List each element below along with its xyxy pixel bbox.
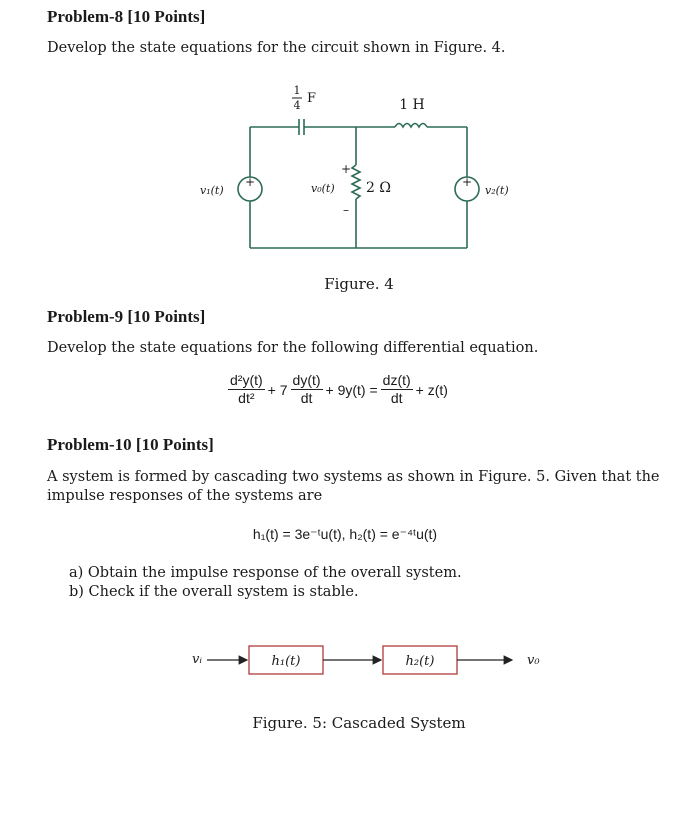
block-h1-label: h₁(t) — [272, 654, 301, 669]
problem9-text: Develop the state equations for the foll… — [47, 340, 539, 356]
block-h1 — [248, 645, 324, 675]
inductor-coil — [394, 122, 428, 129]
circuit-figure: + + 1 4 F 1 H 2 Ω v₁(t) v₂(t) v₀(t) + – … — [200, 84, 509, 293]
part-b: b) Check if the overall system is stable… — [69, 584, 359, 600]
resistor-label: 2 Ω — [366, 180, 391, 196]
term-dz: dz(t) dt — [380, 372, 413, 406]
vo-minus: – — [343, 203, 349, 217]
term-dy: dy(t) dt — [290, 372, 323, 406]
source-v2-plus: + — [462, 175, 472, 189]
figure5-caption: Figure. 5: Cascaded System — [252, 714, 465, 732]
figure4-caption: Figure. 4 — [324, 275, 394, 293]
inductor-label: 1 H — [399, 97, 425, 113]
block-h2-label: h₂(t) — [406, 654, 435, 669]
capacitor-unit: F — [307, 91, 316, 106]
source-v1-plus: + — [245, 175, 255, 189]
source-v1-label: v₁(t) — [200, 184, 224, 197]
capacitor-den: 4 — [294, 99, 301, 112]
term-d2y: d²y(t) dt² — [228, 372, 265, 406]
cascade-figure: vᵢ h₁(t) h₂(t) v₀ Figure. 5: Cascaded Sy… — [192, 645, 540, 732]
problem10-heading: Problem-10 [10 Points] — [47, 435, 214, 454]
source-v2-icon — [454, 176, 480, 202]
source-v2-label: v₂(t) — [485, 184, 509, 197]
vo-label: v₀(t) — [311, 182, 335, 195]
op-plus-z: + z(t) — [415, 381, 448, 398]
block-h2 — [382, 645, 458, 675]
impulse-responses: h₁(t) = 3e⁻ᵗu(t), h₂(t) = e⁻⁴ᵗu(t) — [252, 526, 438, 542]
source-v1-icon — [237, 176, 263, 202]
input-label: vᵢ — [192, 652, 202, 667]
vo-plus: + — [341, 162, 351, 176]
problem10-text: A system is formed by cascading two syst… — [47, 469, 660, 504]
op-plus-7: + 7 — [267, 381, 288, 398]
problem9-heading: Problem-9 [10 Points] — [47, 307, 206, 326]
output-label: v₀ — [527, 653, 540, 668]
capacitor-num: 1 — [294, 84, 301, 97]
resistor-zigzag — [350, 164, 362, 200]
part-a: a) Obtain the impulse response of the ov… — [69, 565, 462, 581]
problem8-heading: Problem-8 [10 Points] — [47, 7, 206, 26]
problem8-text: Develop the state equations for the circ… — [47, 40, 506, 56]
differential-equation: d²y(t) dt² + 7 dy(t) dt + 9y(t) = dz(t) … — [228, 373, 448, 406]
op-plus-9y: + 9y(t) = — [325, 381, 378, 398]
